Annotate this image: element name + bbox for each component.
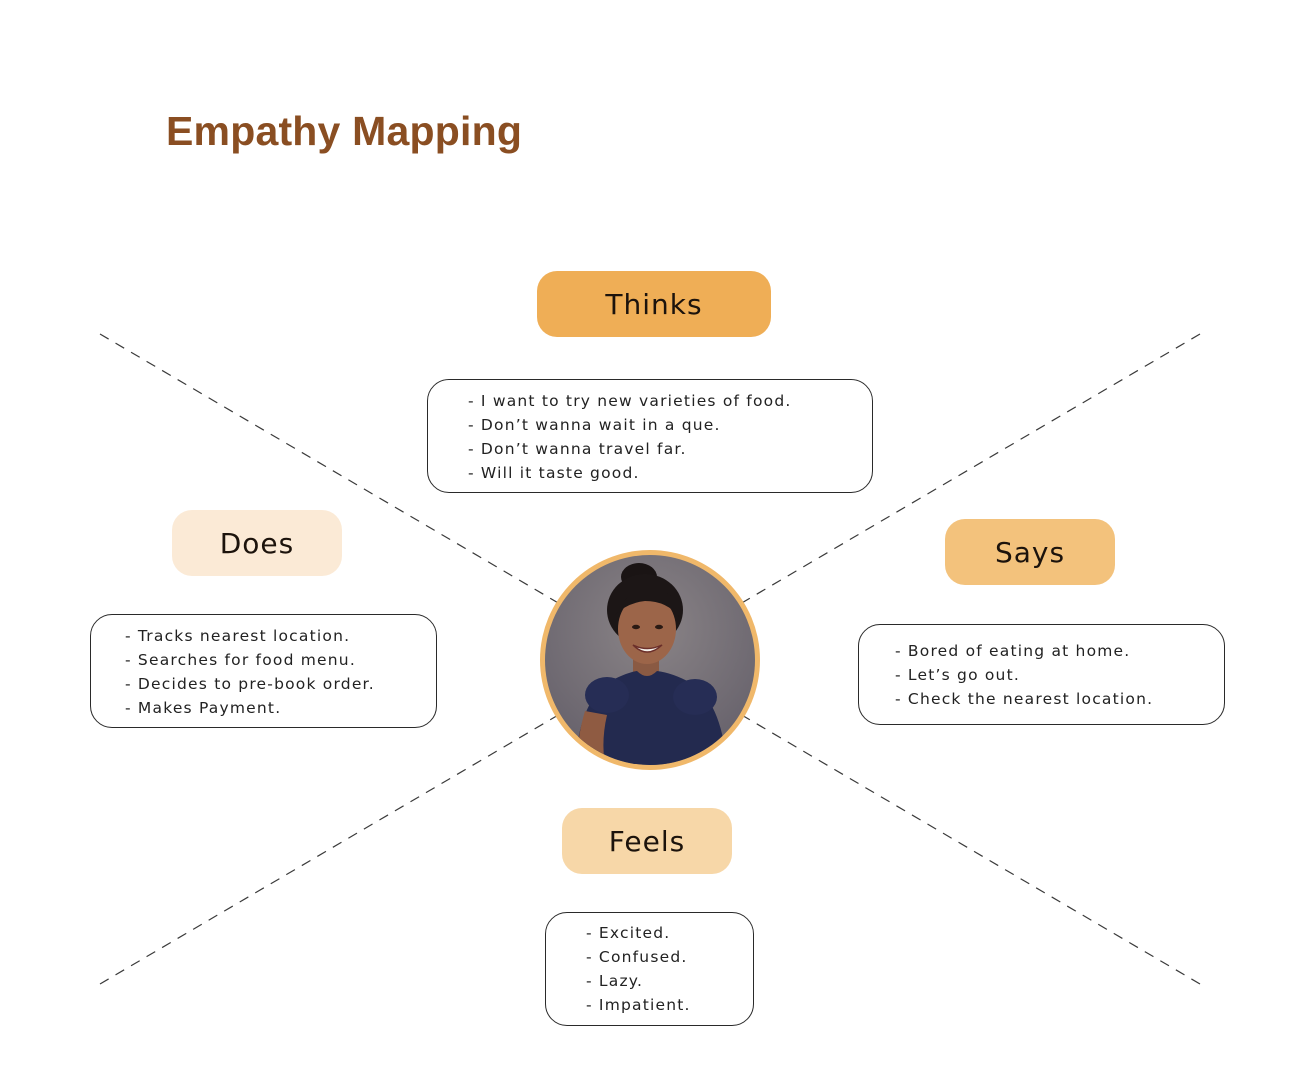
does-item: Tracks nearest location. bbox=[125, 624, 436, 648]
page-title: Empathy Mapping bbox=[166, 108, 523, 154]
feels-list: Excited. Confused. Lazy. Impatient. bbox=[545, 912, 754, 1026]
says-item: Let’s go out. bbox=[895, 663, 1224, 687]
does-list: Tracks nearest location. Searches for fo… bbox=[90, 614, 437, 728]
feels-label: Feels bbox=[562, 808, 732, 874]
thinks-item: I want to try new varieties of food. bbox=[468, 389, 872, 413]
feels-item: Confused. bbox=[586, 945, 753, 969]
person-photo-icon bbox=[545, 555, 755, 765]
says-label: Says bbox=[945, 519, 1115, 585]
thinks-label: Thinks bbox=[537, 271, 771, 337]
divider-bottom-right bbox=[739, 713, 1201, 985]
says-list: Bored of eating at home. Let’s go out. C… bbox=[858, 624, 1225, 725]
thinks-item: Don’t wanna wait in a que. bbox=[468, 413, 872, 437]
says-item: Bored of eating at home. bbox=[895, 639, 1224, 663]
does-label: Does bbox=[172, 510, 342, 576]
does-item: Decides to pre-book order. bbox=[125, 672, 436, 696]
feels-item: Impatient. bbox=[586, 993, 753, 1017]
persona-avatar bbox=[540, 550, 760, 770]
says-item: Check the nearest location. bbox=[895, 687, 1224, 711]
feels-item: Excited. bbox=[586, 921, 753, 945]
does-item: Makes Payment. bbox=[125, 696, 436, 720]
thinks-item: Don’t wanna travel far. bbox=[468, 437, 872, 461]
thinks-item: Will it taste good. bbox=[468, 461, 872, 485]
divider-bottom-left bbox=[99, 713, 561, 985]
does-item: Searches for food menu. bbox=[125, 648, 436, 672]
feels-item: Lazy. bbox=[586, 969, 753, 993]
thinks-list: I want to try new varieties of food. Don… bbox=[427, 379, 873, 493]
